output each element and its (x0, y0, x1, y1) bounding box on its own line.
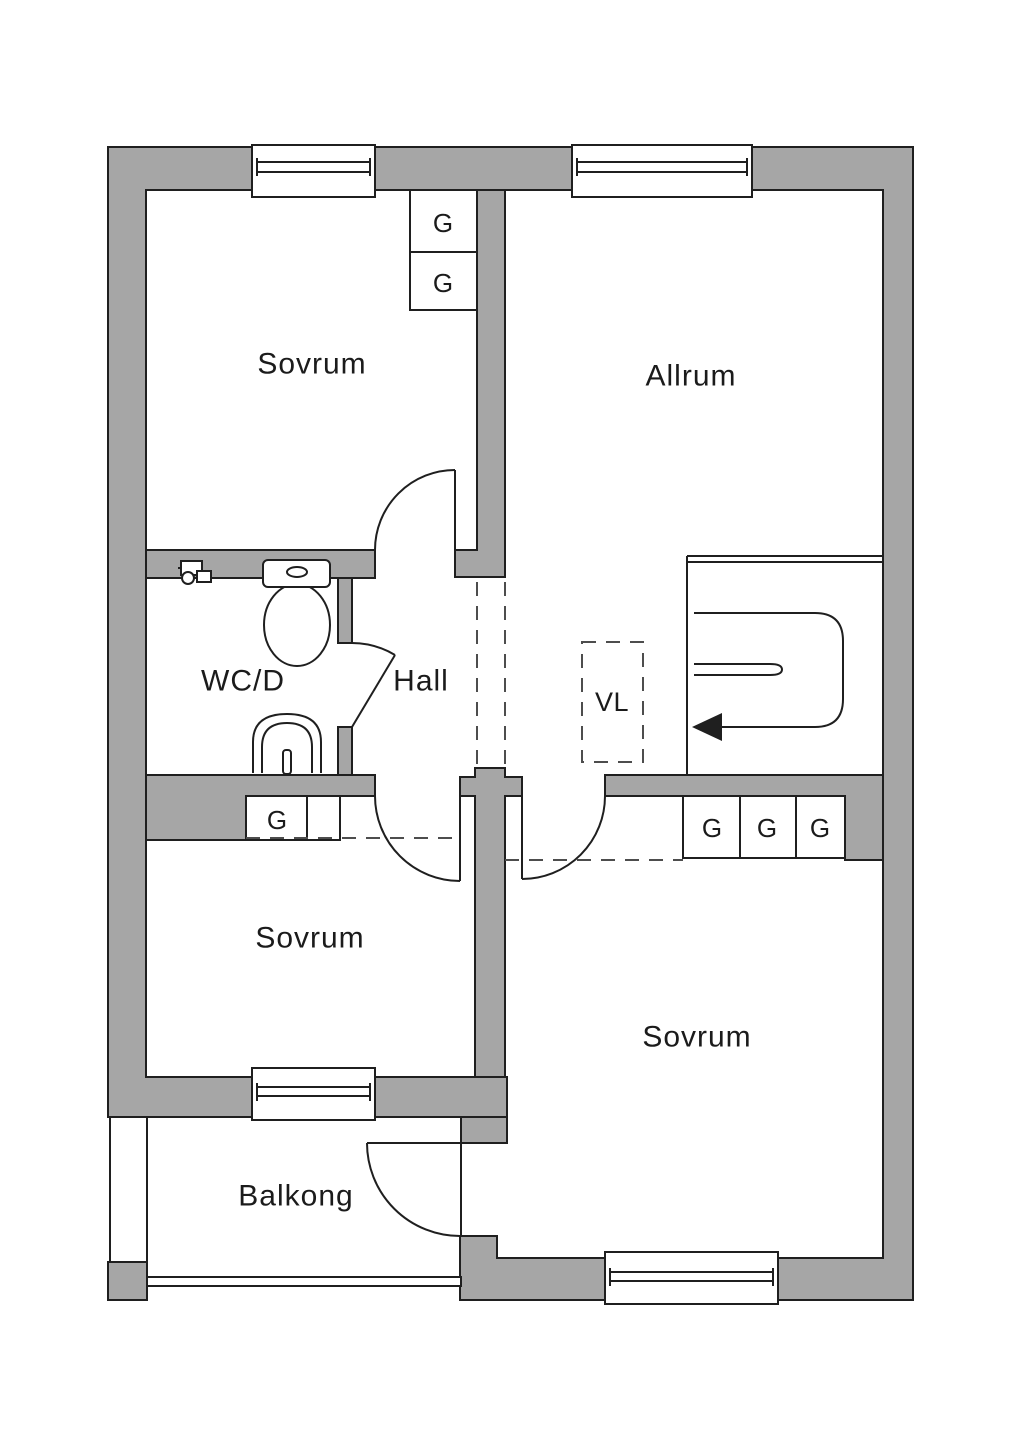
stairs-inner-rail (694, 663, 784, 676)
dashed-lines (246, 582, 683, 861)
room-label-vl: VL (595, 687, 629, 717)
closet-box (306, 795, 341, 841)
balcony-railing-bottom (146, 1276, 462, 1287)
stairs-outer-rail (694, 612, 844, 728)
closet-box (795, 795, 846, 859)
closet-box (682, 795, 741, 859)
balcony (107, 1116, 462, 1301)
closet-box (409, 251, 478, 311)
window-sovrum-bl (251, 1067, 376, 1121)
closet-label: G (433, 268, 453, 298)
door-sovrum-tl (374, 469, 456, 551)
stairs-down-arrow-icon (692, 713, 722, 741)
toilet-icon (262, 559, 331, 667)
wall-wcd-hall-upper (337, 577, 353, 644)
balcony-pillar (107, 1261, 148, 1301)
closet-box (739, 795, 797, 859)
window-sovrum-tl (251, 144, 376, 198)
window-sovrum-br (604, 1251, 779, 1305)
vl-dashed-box (581, 641, 644, 763)
room-label-balkong: Balkong (238, 1180, 353, 1213)
door-wcd (351, 642, 396, 728)
balcony-railing-left (109, 1116, 148, 1263)
closets-bottom-left (245, 795, 341, 841)
sink-icon (252, 712, 322, 775)
wall-sovrum-bl-bottom (374, 1076, 508, 1118)
closets-bottom-right (682, 795, 846, 859)
closet-label: G (702, 813, 722, 843)
closet-label: G (757, 813, 777, 843)
closet-label: G (810, 813, 830, 843)
door-sovrum-br (521, 795, 606, 880)
room-label-allrum: Allrum (645, 360, 736, 393)
window-allrum (571, 144, 753, 198)
room-label-sovrum-br: Sovrum (642, 1021, 751, 1054)
wall-wcd-hall-lower (337, 726, 353, 776)
door-balkong (366, 1142, 461, 1237)
closet-box (409, 189, 478, 253)
room-label-wcd: WC/D (201, 665, 285, 698)
room-label-sovrum-bl: Sovrum (255, 922, 364, 955)
stairs (686, 555, 883, 775)
shower-mixer-icon (178, 560, 212, 585)
closet-label: G (267, 805, 287, 835)
wall-balcony-door-block (460, 1116, 508, 1144)
closets-top-left (409, 189, 478, 311)
closet-label: G (433, 208, 453, 238)
door-sovrum-bl (374, 795, 461, 882)
wall-central-upper (454, 189, 506, 578)
room-label-hall: Hall (393, 665, 449, 698)
room-label-sovrum-tl: Sovrum (257, 348, 366, 381)
